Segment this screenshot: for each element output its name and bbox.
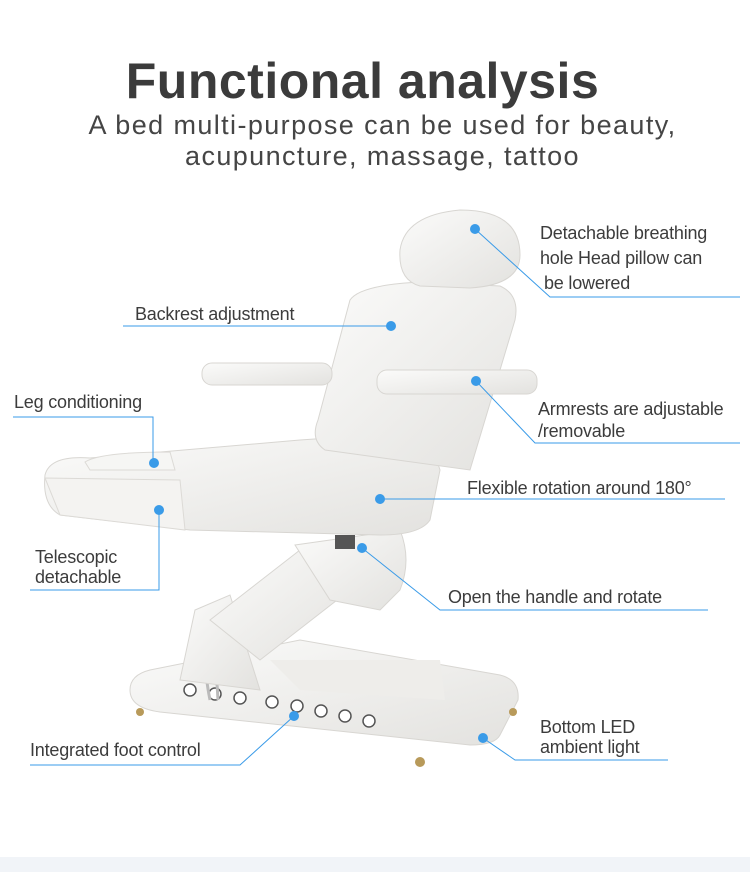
callout-armrest-2: /removable	[538, 421, 626, 441]
callout-telescopic-2: detachable	[35, 567, 122, 587]
callout-head-3: be lowered	[544, 273, 631, 293]
callout-lines	[13, 228, 740, 766]
callout-led-1: Bottom LED	[540, 717, 636, 737]
footer-band	[0, 857, 750, 872]
callout-dots	[149, 224, 488, 743]
callout-head-1: Detachable breathing	[540, 223, 708, 243]
subtitle-line-2: acupuncture, massage, tattoo	[185, 141, 580, 171]
callout-rotation: Flexible rotation around 180°	[467, 478, 692, 498]
callout-backrest: Backrest adjustment	[135, 304, 295, 324]
callout-led-2: ambient light	[540, 737, 640, 757]
page-title: Functional analysis	[125, 53, 600, 109]
subtitle-line-1: A bed multi-purpose can be used for beau…	[88, 110, 677, 140]
callout-head-2: hole Head pillow can	[540, 248, 703, 268]
callout-handle: Open the handle and rotate	[448, 587, 662, 607]
callout-leg: Leg conditioning	[14, 392, 142, 412]
callout-armrest-1: Armrests are adjustable	[538, 399, 724, 419]
callout-telescopic-1: Telescopic	[35, 547, 118, 567]
callout-foot: Integrated foot control	[30, 740, 201, 760]
